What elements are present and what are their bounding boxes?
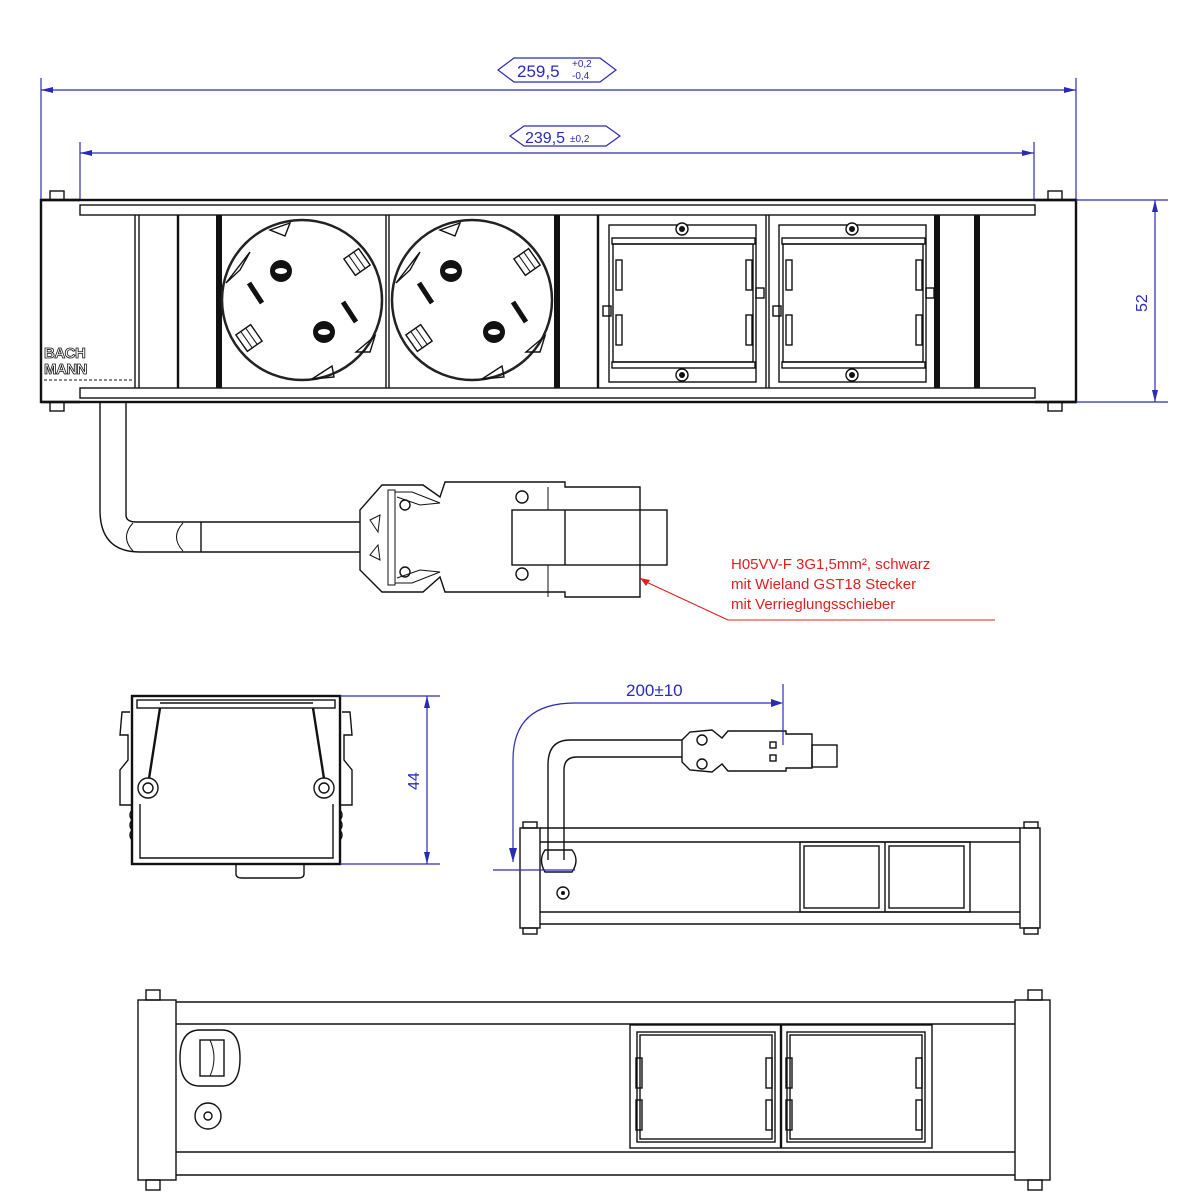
cable-length-value: 200±10 [626,681,683,700]
annotation-line-1: H05VV-F 3G1,5mm², schwarz [731,556,930,573]
dimension-cable-length: 200±10 [493,681,784,871]
module-slot-2 [772,222,935,383]
bottom-view [137,989,1051,1191]
inner-length-value: 239,5 [525,130,565,147]
cable-annotation: H05VV-F 3G1,5mm², schwarz mit Wieland GS… [640,556,995,621]
dimension-height-44: 44 [340,695,440,865]
top-view [519,729,1041,935]
schuko-socket-2 [390,218,554,382]
annotation-line-3: mit Verrieglungsschieber [731,596,895,613]
dimension-overall-length: 259,5 +0,2 -0,4 [40,57,1077,200]
svg-text:MANN: MANN [44,361,87,378]
height-52-value: 52 [1134,294,1151,312]
side-view [119,694,353,879]
overall-length-value: 259,5 [517,62,560,81]
cable-with-connector [99,402,668,598]
schuko-socket-1 [220,215,390,388]
inner-length-tol: ±0,2 [570,134,590,145]
svg-text:BACH: BACH [44,345,85,362]
annotation-line-2: mit Wieland GST18 Stecker [731,576,916,593]
module-slot-1 [596,215,765,388]
bachmann-logo: BACH MANN [44,345,132,381]
overall-length-tol-lower: -0,4 [572,71,590,82]
module-slot-bottom-1 [635,1031,776,1143]
dimension-inner-length: 239,5 ±0,2 [79,125,1035,200]
module-slot-bottom-2 [785,1031,926,1143]
dimension-height-52: 52 [1076,199,1168,403]
height-44-value: 44 [406,772,423,790]
overall-length-tol-upper: +0,2 [572,59,592,70]
front-view: BACH MANN [39,190,1078,412]
